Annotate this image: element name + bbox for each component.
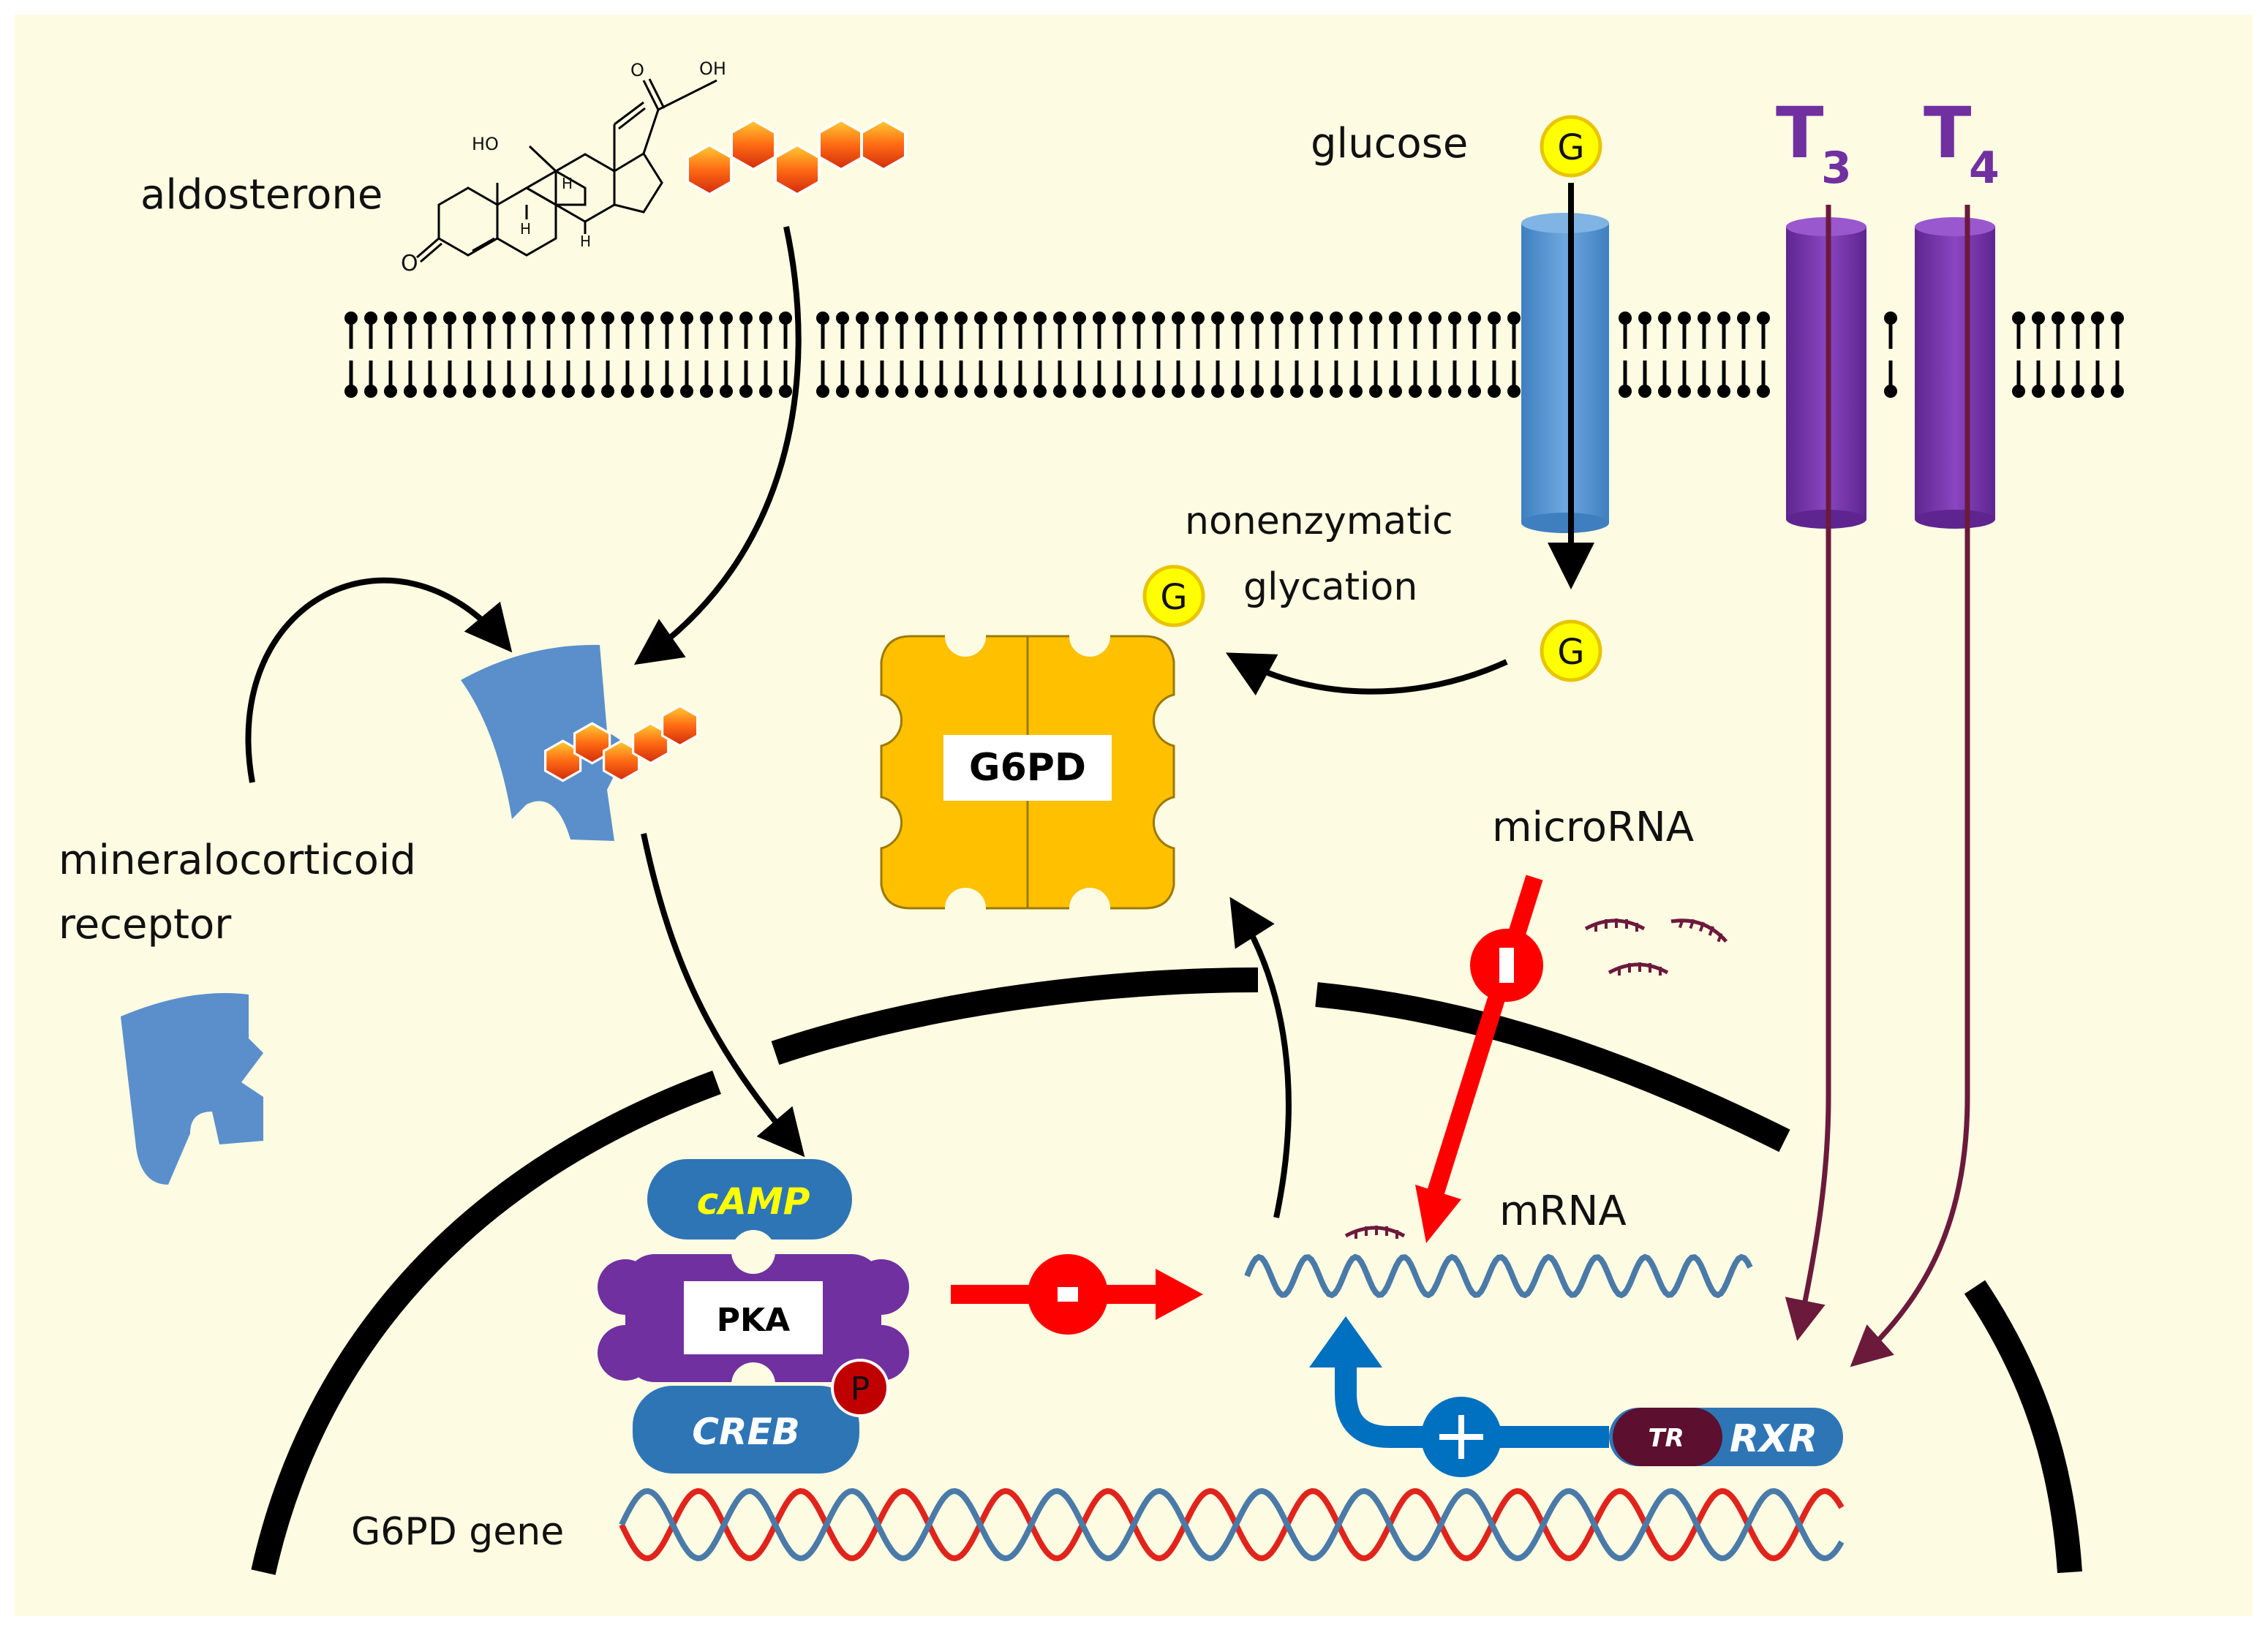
tr-label: TR	[1648, 1424, 1684, 1453]
camp-pka-creb-complex	[598, 1159, 909, 1474]
g6pd-gene-label: G6PD gene	[351, 1510, 564, 1554]
mrna-strand	[1244, 1253, 1753, 1299]
microrna-label: microRNA	[1492, 804, 1694, 851]
pka-label: PKA	[717, 1302, 790, 1339]
tr-rxr-complex	[1609, 1408, 1843, 1466]
mineralocorticoid-receptor-icon	[461, 644, 629, 841]
creb-label: CREB	[692, 1411, 799, 1453]
steroid-oh-label: OH	[699, 59, 726, 79]
steroid-h-label-1: H	[562, 175, 573, 192]
t3-hormone-label: T 3	[1776, 92, 1852, 194]
glucose-molecule-top: G	[1540, 115, 1602, 178]
glycated-glucose-molecule: G	[1142, 565, 1205, 627]
t3-signal-arrow	[1785, 205, 1831, 1341]
aldosterone-binding-arrow	[633, 226, 802, 665]
svg-text:T: T	[1776, 92, 1823, 174]
glycation-label: glycation	[1243, 565, 1417, 609]
glucose-channel-icon	[1521, 183, 1609, 589]
t4-signal-arrow	[1850, 205, 1970, 1367]
g6pd-enzyme-icon	[880, 616, 1175, 929]
steroid-structure-icon	[416, 78, 717, 263]
dna-strand-blue	[619, 1487, 1845, 1562]
free-receptor-icon	[121, 993, 263, 1185]
mrna-label: mRNA	[1499, 1188, 1627, 1235]
svg-text:G: G	[1557, 632, 1584, 673]
svg-text:4: 4	[1969, 143, 2000, 194]
camp-block	[647, 1159, 852, 1240]
svg-text:T: T	[1924, 92, 1971, 174]
t4-hormone-label: T 4	[1924, 92, 2000, 194]
steroid-ho-label: HO	[472, 134, 499, 154]
phospho-badge	[831, 1359, 889, 1417]
phospho-label: P	[851, 1370, 870, 1408]
receptor-label: receptor	[59, 901, 232, 948]
glucose-molecule-cytoplasm: G	[1540, 619, 1602, 682]
glucose-label: glucose	[1311, 120, 1468, 167]
camp-label: cAMP	[697, 1180, 810, 1223]
mineralocorticoid-label: mineralocorticoid	[59, 837, 416, 884]
receptor-nucleus-arrow	[641, 833, 805, 1158]
svg-text:G: G	[1557, 127, 1584, 168]
svg-text:3: 3	[1821, 143, 1852, 194]
steroid-o-label-2: O	[630, 60, 644, 80]
activation-arrow	[1309, 1316, 1609, 1477]
translation-arrow	[1229, 897, 1292, 1218]
creb-inhibition-arrow	[951, 1254, 1203, 1335]
nucleus-envelope-icon	[251, 967, 2082, 1575]
rxr-label: RXR	[1730, 1417, 1817, 1461]
aldosterone-label: aldosterone	[140, 171, 383, 219]
g6pd-protein-label: G6PD	[969, 746, 1086, 790]
glycation-arrow	[1225, 652, 1508, 696]
receptor-recycle-arrow	[245, 577, 513, 783]
svg-text:G: G	[1160, 577, 1187, 618]
steroid-o-label: O	[401, 251, 418, 276]
nonenzymatic-label: nonenzymatic	[1185, 499, 1453, 543]
steroid-h-label-2: H	[520, 220, 531, 238]
steroid-h-label-3: H	[580, 233, 591, 250]
creb-block	[633, 1386, 859, 1474]
microrna-inhibition-arrow	[1415, 875, 1543, 1243]
